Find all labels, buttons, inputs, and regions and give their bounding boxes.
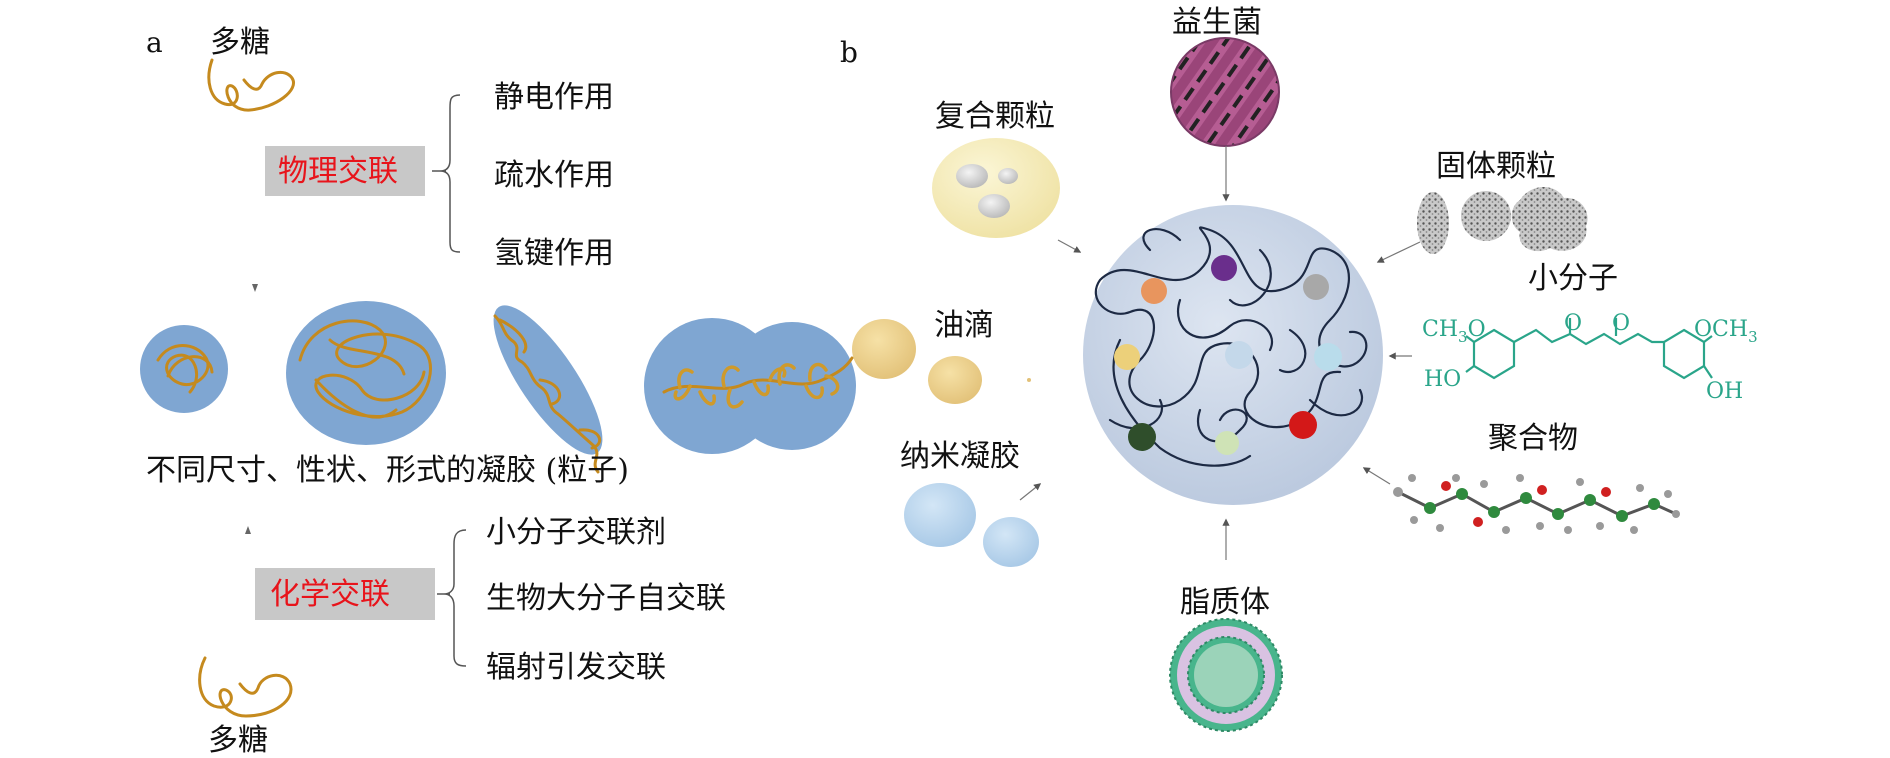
- formula-ketone-2: O: [1612, 311, 1630, 336]
- chemical-item-small-molecule: 小分子交联剂: [486, 515, 666, 550]
- nanogel-arrow: [1019, 483, 1042, 501]
- chemical-item-radiation: 辐射引发交联: [486, 650, 666, 685]
- solid-particles-label: 固体颗粒: [1436, 149, 1556, 184]
- polymer-label: 聚合物: [1488, 421, 1578, 456]
- probiotics-label: 益生菌: [1172, 5, 1262, 40]
- panel-b-label: b: [840, 36, 858, 69]
- svg-text:CH3O: CH3O: [1422, 317, 1486, 346]
- chemical-bracket: [437, 529, 467, 667]
- central-cargo-beads: [1114, 255, 1342, 455]
- oil-droplets-label: 油滴: [934, 308, 994, 343]
- oil-droplet-1: [852, 319, 916, 379]
- central-polymer-network: [1094, 226, 1368, 467]
- polysaccharide-strand-bottom: [198, 656, 293, 718]
- polymer-structure: [1393, 474, 1680, 534]
- chemical-item-biomacromolecule: 生物大分子自交联: [486, 581, 726, 616]
- solid-particle-1: [1417, 192, 1449, 254]
- formula-ketone-1: O: [1564, 311, 1582, 336]
- curcumin-structure: CH3O HO OCH3 OH O O: [1422, 311, 1758, 404]
- composite-arrow: [1057, 239, 1082, 253]
- formula-oh-right: OH: [1706, 379, 1743, 404]
- composite-particles-label: 复合颗粒: [935, 99, 1055, 134]
- nanogel-1: [904, 483, 976, 547]
- svg-text:OCH3: OCH3: [1694, 317, 1758, 346]
- physical-item-electrostatic: 静电作用: [494, 80, 614, 115]
- liposome-label: 脂质体: [1180, 585, 1270, 620]
- physical-crosslink-title: 物理交联: [278, 154, 398, 189]
- nanogel-2: [983, 517, 1039, 567]
- physical-item-hydrophobic: 疏水作用: [494, 158, 614, 193]
- solid-particle-3: [1511, 187, 1588, 252]
- probiotics-image: [1170, 37, 1280, 147]
- physical-item-hydrogen-bond: 氢键作用: [494, 236, 614, 271]
- liposome-image: [1169, 618, 1283, 732]
- chemical-crosslink-title: 化学交联: [270, 577, 390, 612]
- gel-caption: 不同尺寸、性状、形式的凝胶 (粒子): [146, 453, 629, 488]
- solid-particles-arrow: [1376, 241, 1421, 263]
- arrow-down-marker: [252, 284, 258, 292]
- oil-droplet-2: [928, 356, 982, 404]
- arrow-up-marker: [245, 526, 251, 534]
- gel-particle-double-right: [728, 322, 856, 450]
- physical-crosslink-box: [265, 146, 425, 196]
- formula-ho-left: HO: [1424, 367, 1461, 392]
- composite-particle-image: [932, 138, 1060, 238]
- gel-particle-small: [140, 325, 228, 413]
- chemical-crosslink-box: [255, 568, 435, 620]
- oil-droplets-arrow: [1027, 378, 1031, 382]
- physical-bracket: [432, 94, 461, 253]
- gel-particle-elongated: [493, 305, 603, 455]
- polysaccharide-top-label: 多糖: [210, 25, 270, 60]
- polysaccharide-strand-top: [207, 58, 295, 112]
- panel-a-label: a: [146, 26, 163, 59]
- gel-particles: [140, 301, 856, 474]
- nanogel-label: 纳米凝胶: [900, 439, 1020, 474]
- solid-particle-2: [1461, 191, 1511, 241]
- polymer-arrow: [1362, 467, 1391, 485]
- small-molecule-label: 小分子: [1528, 261, 1618, 296]
- polysaccharide-bottom-label: 多糖: [208, 723, 268, 758]
